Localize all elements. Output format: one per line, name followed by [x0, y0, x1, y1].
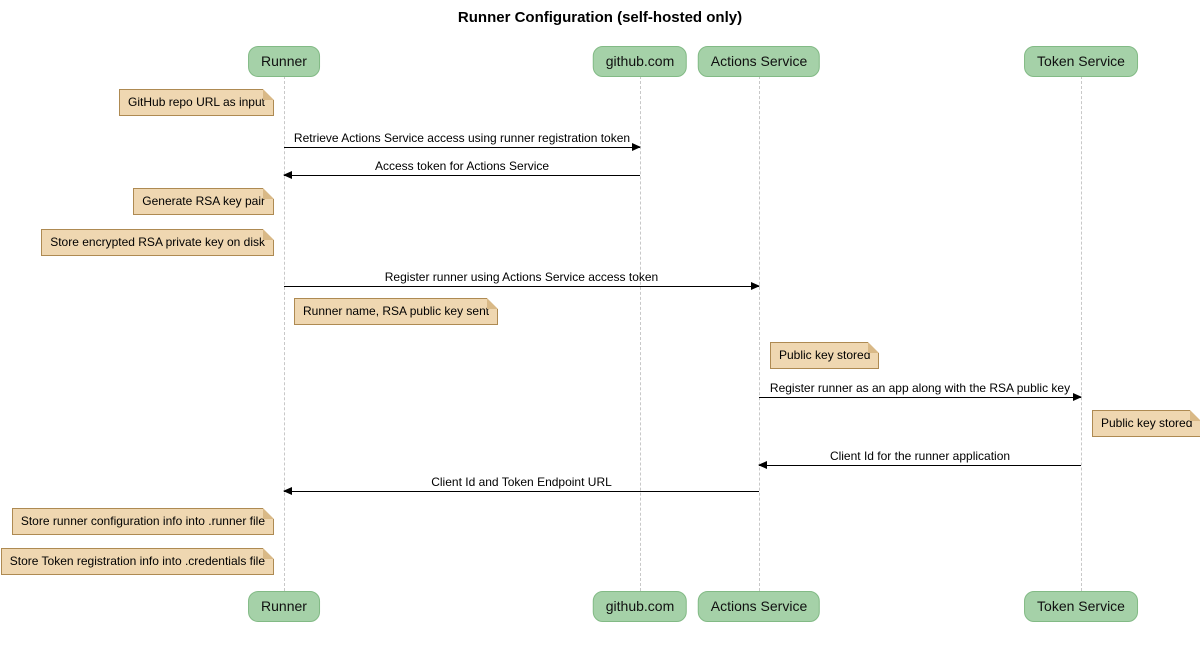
participant-actions-service-bottom: Actions Service	[697, 591, 821, 622]
message-arrow-line	[284, 143, 641, 151]
message-arrow-line	[283, 487, 759, 495]
message-label: Register runner as an app along with the…	[769, 381, 1071, 395]
message-arrow-line	[283, 171, 640, 179]
participant-token-service-bottom: Token Service	[1024, 591, 1138, 622]
note-text: Public key stored	[779, 348, 871, 362]
note-text: Store encrypted RSA private key on disk	[50, 235, 265, 249]
note-public-key-stored-token: Public key stored	[1092, 410, 1200, 437]
participant-github-bottom: github.com	[592, 591, 688, 622]
participant-github-top: github.com	[592, 46, 688, 77]
note-generate-rsa: Generate RSA key pair	[133, 188, 274, 215]
message-retrieve-access: Retrieve Actions Service access using ru…	[284, 131, 641, 151]
note-text: Runner name, RSA public key sent	[303, 304, 490, 318]
diagram-title: Runner Configuration (self-hosted only)	[457, 9, 743, 26]
arrowhead-left-icon	[283, 171, 292, 179]
message-label: Client Id for the runner application	[829, 449, 1011, 463]
arrowhead-right-icon	[751, 282, 760, 290]
note-text: Generate RSA key pair	[142, 194, 265, 208]
participant-runner-bottom: Runner	[248, 591, 320, 622]
note-github-repo-url: GitHub repo URL as input	[119, 89, 274, 116]
note-public-key-stored-actions: Public key stored	[770, 342, 880, 369]
arrowhead-right-icon	[632, 143, 641, 151]
note-store-credentials-file: Store Token registration info into .cred…	[0, 548, 275, 575]
note-text: Store Token registration info into .cred…	[9, 554, 265, 568]
message-client-id: Client Id for the runner application	[758, 449, 1081, 469]
note-runner-name-sent: Runner name, RSA public key sent	[294, 298, 499, 325]
participant-runner-top: Runner	[248, 46, 320, 77]
note-text: Public key stored	[1101, 416, 1193, 430]
message-arrow-line	[759, 393, 1082, 401]
message-label: Client Id and Token Endpoint URL	[431, 475, 612, 489]
note-store-runner-file: Store runner configuration info into .ru…	[11, 508, 275, 535]
arrowhead-left-icon	[758, 461, 767, 469]
message-client-id-endpoint: Client Id and Token Endpoint URL	[283, 475, 759, 495]
lifeline-token-service	[1081, 76, 1082, 591]
message-label: Register runner using Actions Service ac…	[384, 270, 659, 284]
message-register-runner: Register runner using Actions Service ac…	[284, 270, 760, 290]
participant-token-service-top: Token Service	[1024, 46, 1138, 77]
arrowhead-left-icon	[283, 487, 292, 495]
message-arrow-line	[284, 282, 760, 290]
message-label: Access token for Actions Service	[374, 159, 550, 173]
message-register-app: Register runner as an app along with the…	[759, 381, 1082, 401]
message-access-token: Access token for Actions Service	[283, 159, 640, 179]
note-text: GitHub repo URL as input	[128, 95, 265, 109]
note-store-private-key: Store encrypted RSA private key on disk	[41, 229, 274, 256]
note-text: Store runner configuration info into .ru…	[20, 514, 265, 528]
participant-actions-service-top: Actions Service	[697, 46, 821, 77]
lifeline-actions-service	[759, 76, 760, 591]
message-label: Retrieve Actions Service access using ru…	[293, 131, 631, 145]
arrowhead-right-icon	[1073, 393, 1082, 401]
lifeline-github	[640, 76, 641, 591]
message-arrow-line	[758, 461, 1081, 469]
lifeline-runner	[284, 76, 285, 591]
